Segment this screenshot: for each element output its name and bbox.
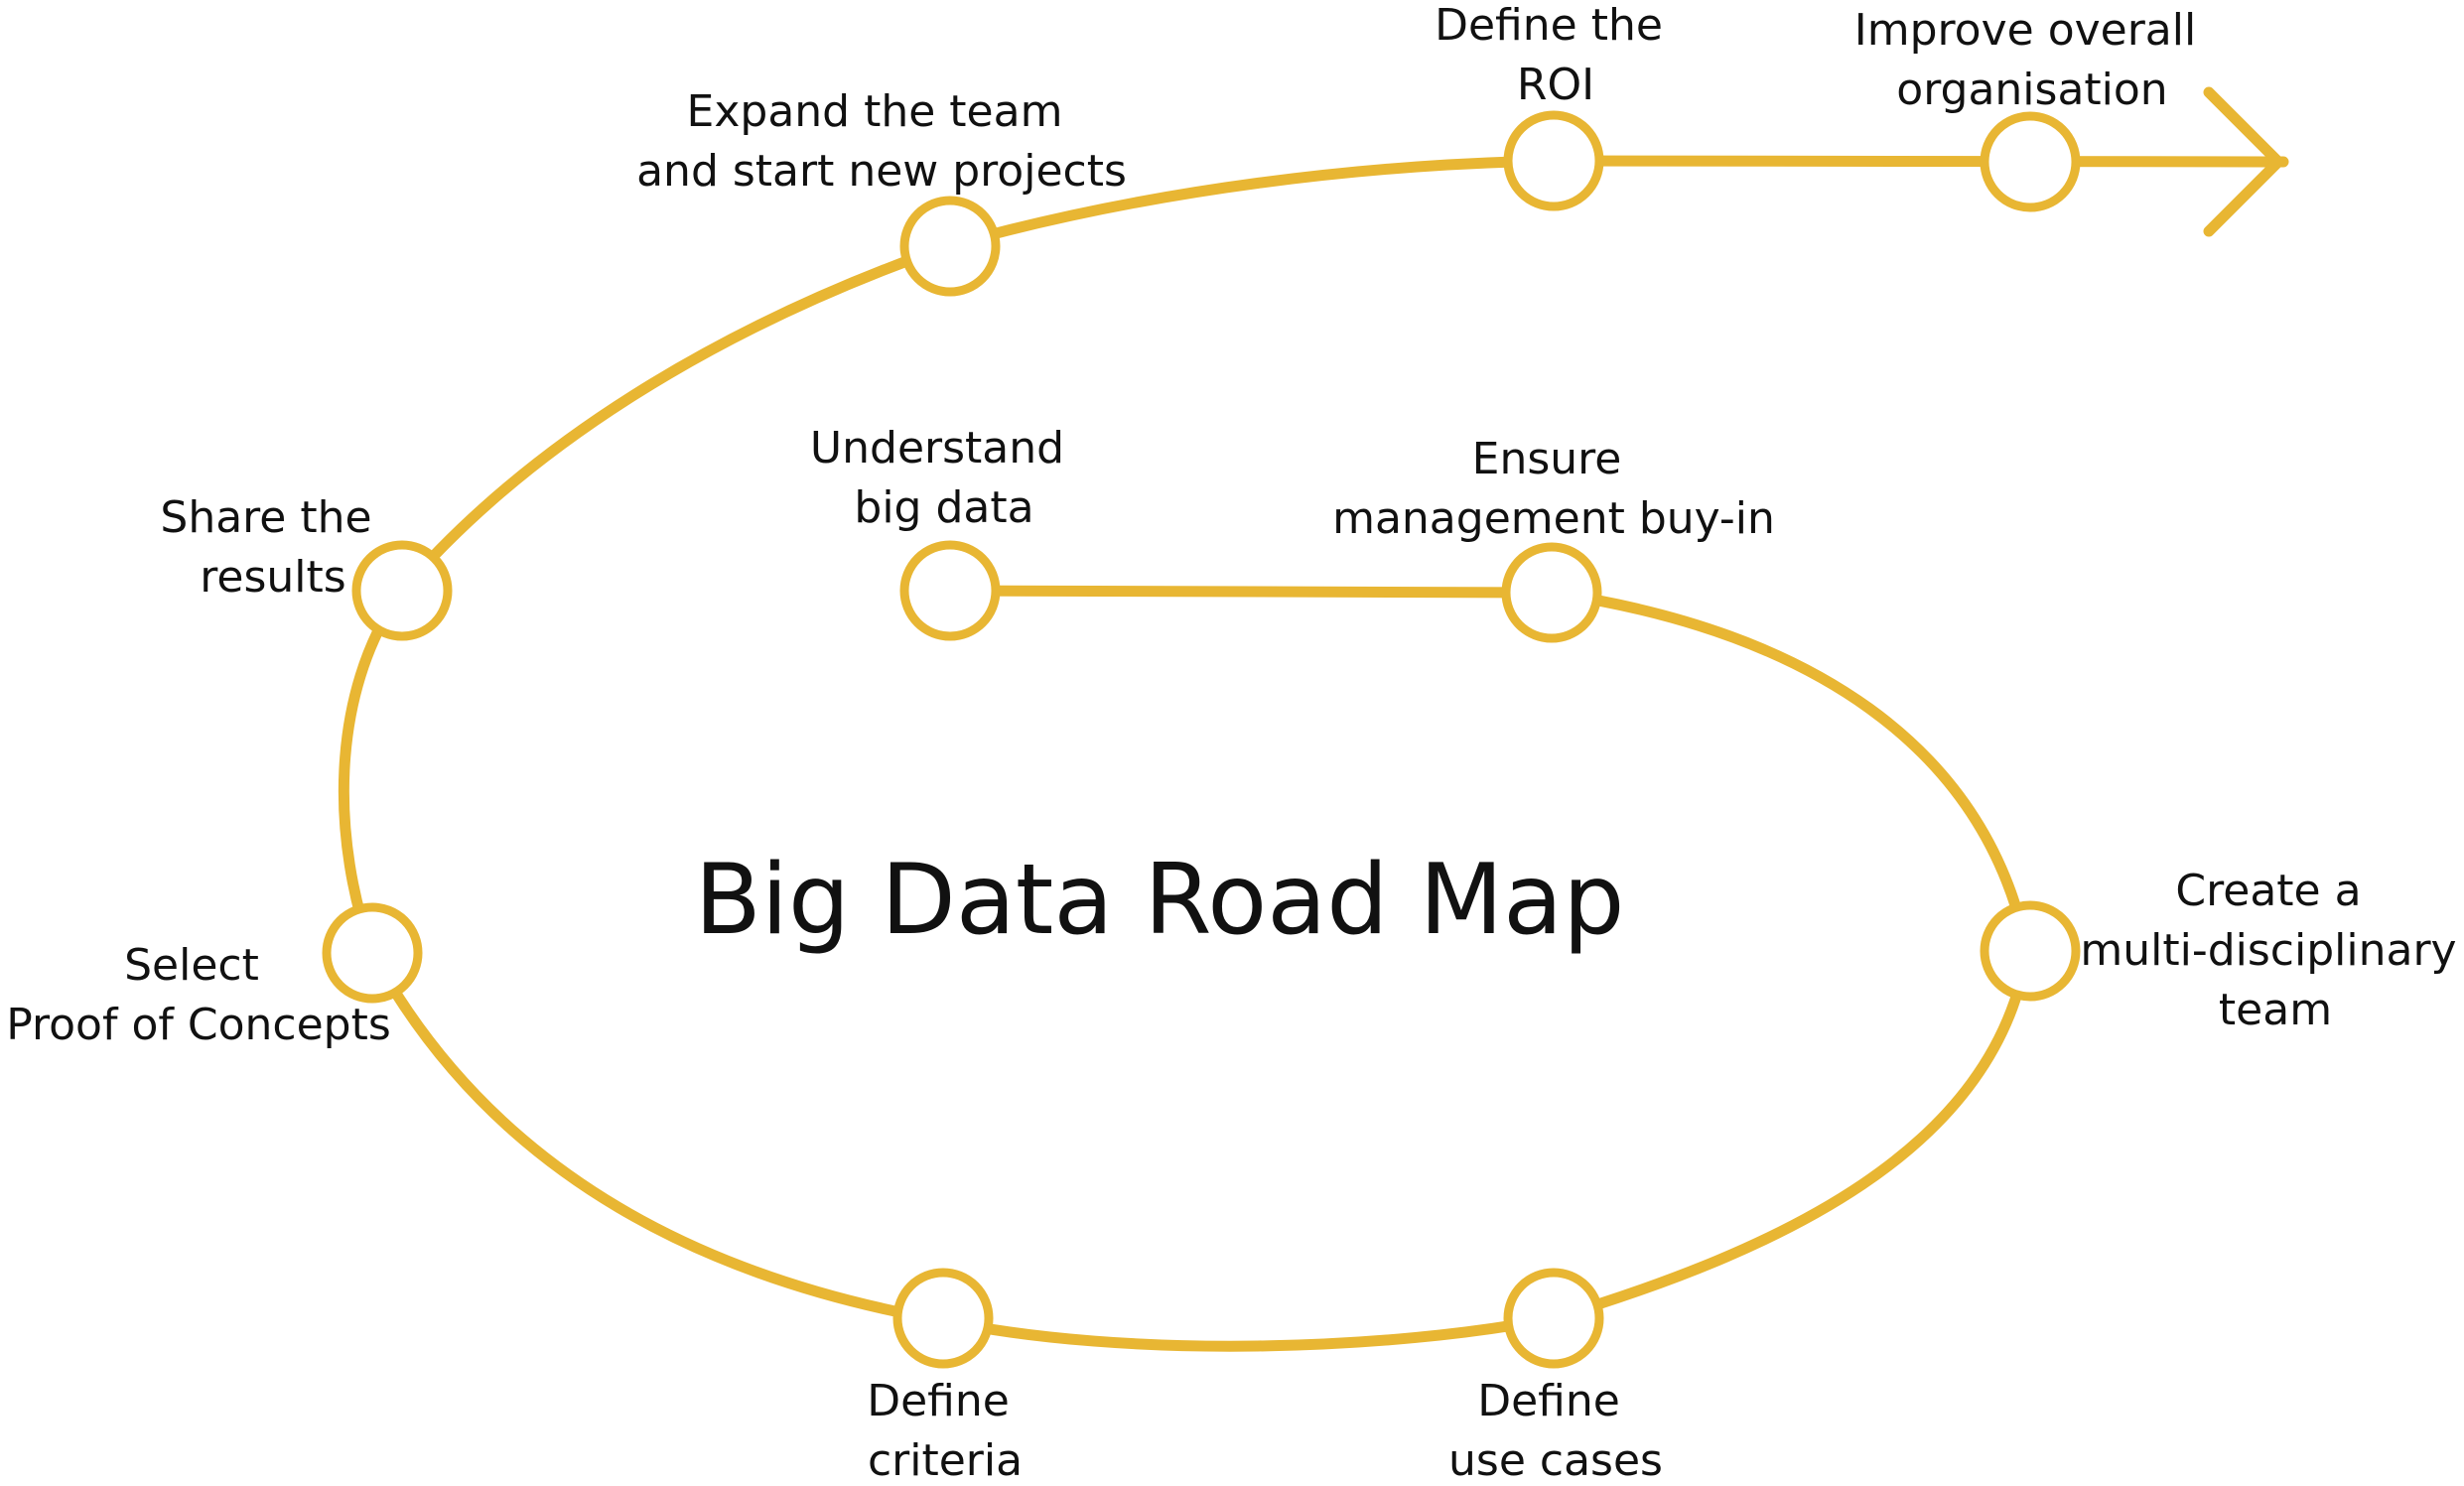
node-labels: Understand big data Ensure management bu… xyxy=(6,0,2464,1486)
node-label-ensure-management-buy-in: Ensure management buy-in xyxy=(1332,434,1775,544)
label-line: Define the xyxy=(1435,0,1663,51)
node-marker-share-results xyxy=(351,540,453,641)
label-line: and start new projects xyxy=(636,146,1127,197)
node-label-share-results: Share the results xyxy=(160,492,385,603)
node-marker-define-roi xyxy=(1503,110,1604,211)
label-line: big data xyxy=(854,482,1033,533)
node-marker-create-team xyxy=(1980,900,2081,1002)
label-line: Select xyxy=(124,940,259,991)
label-line: Ensure xyxy=(1472,434,1622,484)
label-line: Create a xyxy=(2175,866,2361,916)
node-label-define-roi: Define the ROI xyxy=(1435,0,1677,110)
node-marker-improve-organisation xyxy=(1980,111,2081,212)
node-marker-expand-team xyxy=(899,196,1001,297)
node-label-define-use-cases: Define use cases xyxy=(1448,1376,1663,1486)
diagram-title: Big Data Road Map xyxy=(695,844,1625,957)
node-label-expand-team: Expand the team and start new projects xyxy=(636,86,1127,197)
node-label-select-poc: Select Proof of Concepts xyxy=(6,940,391,1050)
node-label-create-team: Create a multi-disciplinary team xyxy=(2080,866,2464,1035)
label-line: Define xyxy=(1477,1376,1620,1426)
label-line: organisation xyxy=(1896,65,2167,115)
node-marker-ensure-management-buy-in xyxy=(1501,542,1602,643)
label-line: team xyxy=(2219,985,2332,1035)
node-marker-define-use-cases xyxy=(1503,1268,1604,1369)
node-markers xyxy=(322,110,2081,1369)
label-line: Expand the team xyxy=(687,86,1063,137)
road-path xyxy=(338,155,2289,1352)
label-line: criteria xyxy=(868,1435,1023,1486)
node-marker-define-criteria xyxy=(892,1268,994,1369)
label-line: management buy-in xyxy=(1332,493,1775,544)
arrow-head-icon xyxy=(2203,86,2284,237)
node-label-improve-organisation: Improve overall organisation xyxy=(1854,5,2210,115)
label-line: Understand xyxy=(810,423,1064,473)
label-line: results xyxy=(200,552,345,603)
label-line: ROI xyxy=(1517,60,1594,110)
label-line: Improve overall xyxy=(1854,5,2196,56)
label-line: Share the xyxy=(160,492,371,543)
node-label-define-criteria: Define criteria xyxy=(867,1376,1024,1486)
node-marker-understand-big-data xyxy=(899,540,1001,641)
label-line: multi-disciplinary xyxy=(2080,925,2456,976)
label-line: Define xyxy=(867,1376,1010,1426)
node-marker-select-poc xyxy=(322,902,423,1004)
label-line: Proof of Concepts xyxy=(6,1000,391,1050)
node-label-understand-big-data: Understand big data xyxy=(810,423,1078,533)
label-line: use cases xyxy=(1448,1435,1663,1486)
